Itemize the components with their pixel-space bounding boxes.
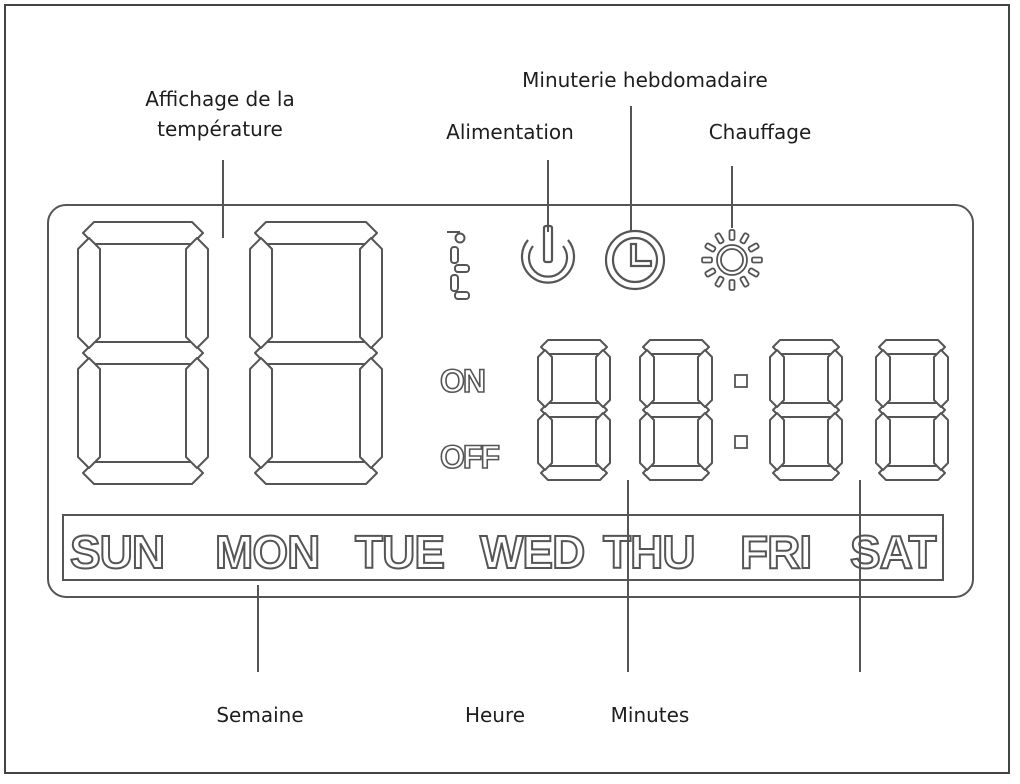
day-mon: MON: [215, 526, 319, 578]
segment-e: [639, 412, 655, 471]
segment-f: [77, 237, 101, 349]
segment-b: [827, 349, 843, 408]
lcd-panel-outline: [47, 204, 974, 598]
minute-digit-1: [769, 339, 843, 481]
segment-f: [639, 349, 655, 408]
segment-g: [82, 341, 204, 365]
day-sun: SUN: [70, 526, 164, 578]
segment-g: [254, 341, 378, 365]
segment-b: [697, 349, 713, 408]
sun-ray: [714, 275, 725, 288]
segment-g: [642, 402, 710, 418]
temperature-digit-1: [77, 221, 209, 485]
clock-icon: [604, 229, 666, 291]
sun-ray: [751, 256, 763, 264]
day-fri: FRI: [740, 526, 811, 578]
power-icon: [520, 224, 576, 284]
hour-digit-2: [639, 339, 713, 481]
minutes-label: Minutes: [610, 703, 690, 727]
segment-d: [82, 461, 204, 485]
temperature-display-label-line1: Affichage de la: [145, 87, 295, 111]
segment-c: [185, 357, 209, 469]
temperature-digit-2: [249, 221, 383, 485]
colon-dot-bottom: [734, 435, 748, 449]
segment-e: [249, 357, 273, 469]
segment-c: [595, 412, 611, 471]
segment-f: [249, 237, 273, 349]
sun-ray: [747, 267, 760, 278]
segment-a: [878, 339, 946, 355]
segment-d: [878, 465, 946, 481]
segment-a: [772, 339, 840, 355]
segment-f: [537, 349, 553, 408]
day-sat: SAT: [850, 526, 936, 578]
sun-icon: [701, 229, 763, 291]
weekly-timer-label: Minuterie hebdomadaire: [522, 68, 768, 92]
segment-c: [697, 412, 713, 471]
segment-b: [595, 349, 611, 408]
segment-b: [185, 237, 209, 349]
sun-ray: [714, 232, 725, 245]
segment-e: [769, 412, 785, 471]
day-wed: WED: [480, 526, 584, 578]
sun-ray: [728, 279, 736, 291]
segment-e: [537, 412, 553, 471]
segment-d: [642, 465, 710, 481]
sun-ray: [704, 267, 717, 278]
power-label: Alimentation: [446, 120, 574, 144]
day-thu: THU: [603, 526, 695, 578]
segment-g: [878, 402, 946, 418]
segment-e: [77, 357, 101, 469]
sun-ray: [739, 232, 750, 245]
week-label: Semaine: [216, 703, 304, 727]
segment-f: [769, 349, 785, 408]
segment-a: [540, 339, 608, 355]
temperature-display-label: Affichage de la température: [110, 84, 330, 144]
segment-c: [827, 412, 843, 471]
segment-d: [540, 465, 608, 481]
segment-a: [642, 339, 710, 355]
segment-c: [933, 412, 949, 471]
segment-a: [82, 221, 204, 245]
sun-ray: [701, 256, 713, 264]
segment-e: [875, 412, 891, 471]
segment-d: [772, 465, 840, 481]
sun-ray: [747, 242, 760, 253]
segment-d: [254, 461, 378, 485]
sun-ray: [739, 275, 750, 288]
off-indicator: OFF: [440, 439, 499, 475]
day-strip-outline: [62, 514, 944, 581]
segment-b: [359, 237, 383, 349]
heating-label: Chauffage: [708, 120, 812, 144]
on-indicator: ON: [440, 363, 484, 399]
hour-digit-1: [537, 339, 611, 481]
segment-a: [254, 221, 378, 245]
sun-ray: [728, 229, 736, 241]
diagram-frame: [4, 4, 1010, 774]
segment-g: [540, 402, 608, 418]
temperature-display-label-line2: température: [157, 117, 283, 141]
segment-g: [772, 402, 840, 418]
segment-c: [359, 357, 383, 469]
day-tue: TUE: [355, 526, 444, 578]
minute-digit-2: [875, 339, 949, 481]
colon-dot-top: [734, 374, 748, 388]
segment-b: [933, 349, 949, 408]
hour-label: Heure: [464, 703, 526, 727]
thermometer-icon: [447, 231, 470, 300]
day-indicators: SUN MON TUE WED THU FRI SAT: [69, 525, 938, 579]
segment-f: [875, 349, 891, 408]
sun-ray: [704, 242, 717, 253]
